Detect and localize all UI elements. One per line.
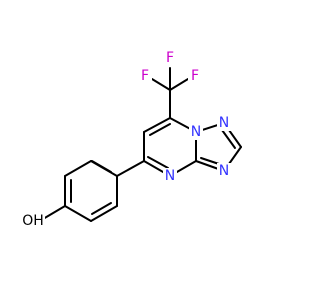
atom-n-bridge: N xyxy=(189,124,203,140)
f-right-label: F xyxy=(191,68,199,84)
n-triazole-top-label: N xyxy=(219,115,229,131)
atom-f-left: F xyxy=(138,68,152,84)
atom-labels: F F F N N N N OH xyxy=(21,50,231,229)
bond-n4-c5-inner xyxy=(147,156,169,169)
bond-c6-c7-inner xyxy=(149,123,171,136)
atom-f-right: F xyxy=(188,68,202,84)
hydroxyl-label: OH xyxy=(22,213,44,229)
bond-lines xyxy=(42,67,242,222)
bond-c5-phenyl xyxy=(116,160,145,177)
n-pyrimidine-label: N xyxy=(165,168,175,184)
f-top-label: F xyxy=(166,50,174,66)
bond-ph-5-6 xyxy=(90,205,118,222)
bond-ph-2-3 xyxy=(64,160,92,177)
bond-ph-oh xyxy=(42,205,66,220)
bond-cf3-f-left xyxy=(151,78,171,91)
bond-c6-c7 xyxy=(143,117,171,133)
atom-n-pyrimidine: N xyxy=(163,168,177,184)
atom-hydroxyl: OH xyxy=(21,213,45,229)
bond-n-top-c2-inner xyxy=(221,129,236,149)
molecule-structure: F F F N N N N OH xyxy=(21,50,242,229)
bond-ph-4-5 xyxy=(64,205,92,222)
bond-ph-5-6-inner xyxy=(91,202,112,215)
n-bridge-label: N xyxy=(191,124,201,140)
bond-ph-1-2-inner xyxy=(91,160,112,173)
atom-f-top: F xyxy=(163,50,177,66)
f-left-label: F xyxy=(141,68,149,84)
n-triazole-right-label: N xyxy=(219,163,229,179)
atom-n-triazole-top: N xyxy=(217,115,231,131)
bond-cf3-f-right xyxy=(169,78,189,91)
atom-n-triazole-right: N xyxy=(217,163,231,179)
